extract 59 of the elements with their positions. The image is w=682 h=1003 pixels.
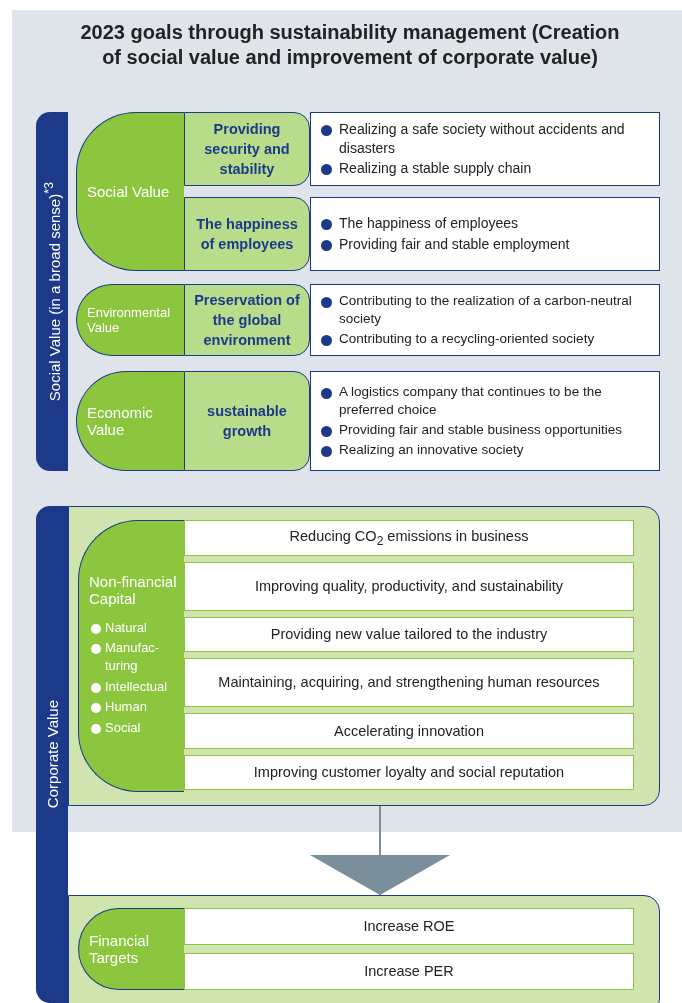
bullet-item: Social	[89, 718, 184, 737]
diagram-title: 2023 goals through sustainability management (Creation of social value and improvement of corporate value)	[79, 20, 621, 70]
bullet-item: Natural	[89, 618, 184, 637]
bullet-item: The happiness of employees	[321, 214, 653, 233]
goal-label: Preservation of the global environment	[193, 290, 301, 351]
theme-box	[184, 284, 310, 356]
flow-arrow	[310, 805, 450, 896]
category-label: Economic Value	[87, 404, 154, 438]
goal-label: Improving quality, productivity, and sustainability	[254, 577, 564, 597]
bullet-item: Manufac- turing	[89, 639, 184, 675]
vertical-band	[36, 112, 68, 471]
goal-row	[184, 658, 634, 707]
goal-label: Maintaining, acquiring, and strengthening human resources	[218, 673, 600, 693]
goals-box	[310, 112, 660, 186]
bullet-item: Realizing an innovative society	[321, 441, 653, 460]
bullet-item: A logistics company that continues to be the preferred choice	[321, 382, 653, 419]
category-pill	[78, 908, 184, 990]
goals-box	[310, 197, 660, 271]
category-label: Social Value	[87, 183, 171, 200]
goals-box	[310, 284, 660, 356]
category-pill	[78, 520, 184, 792]
category-label: Non-financial Capital	[89, 572, 178, 607]
goal-label: The happiness of employees	[195, 214, 299, 254]
goals-box	[310, 371, 660, 471]
goal-row	[184, 617, 634, 652]
goal-row	[184, 953, 634, 990]
bullet-item: Providing fair and stable business opportunities	[321, 421, 653, 440]
vertical-label: Corporate Value	[43, 700, 61, 809]
theme-box	[184, 371, 310, 471]
bullet-item: Realizing a safe society without accidents and disasters	[321, 119, 653, 158]
goal-row	[184, 755, 634, 790]
goal-row	[184, 908, 634, 945]
theme-box	[184, 112, 310, 186]
goal-row	[184, 562, 634, 611]
category-pill	[76, 112, 184, 271]
bullet-item: Contributing to the realization of a carbon-neutral society	[321, 291, 653, 329]
goal-label: Providing new value tailored to the industry	[270, 625, 548, 645]
goal-label: Improving customer loyalty and social reputation	[253, 763, 565, 783]
goal-label: Accelerating innovation	[334, 721, 484, 741]
category-pill	[76, 284, 184, 356]
goal-label: sustainable growth	[206, 401, 288, 441]
bullet-item: Providing fair and stable employment	[321, 235, 653, 254]
vertical-band	[36, 506, 68, 1003]
bullet-item: Realizing a stable supply chain	[321, 159, 653, 179]
goal-label: Increase PER	[364, 962, 454, 982]
theme-box	[184, 197, 310, 271]
goal-label: Providing security and stability	[203, 119, 291, 180]
bullet-item: Contributing to a recycling-oriented society	[321, 330, 653, 349]
goal-label: Reducing CO$_{2}$ emissions in business	[289, 527, 529, 550]
goal-row	[184, 520, 634, 556]
bullet-item: Intellectual	[89, 677, 184, 696]
category-pill	[76, 371, 184, 471]
bullet-item: Human	[89, 698, 184, 716]
targets-panel	[68, 895, 660, 1003]
category-label: Financial Targets	[89, 932, 151, 966]
capital-panel	[68, 506, 660, 806]
category-label: Environmental Value	[87, 305, 172, 335]
goal-row	[184, 713, 634, 749]
goal-label: Increase ROE	[363, 917, 455, 937]
